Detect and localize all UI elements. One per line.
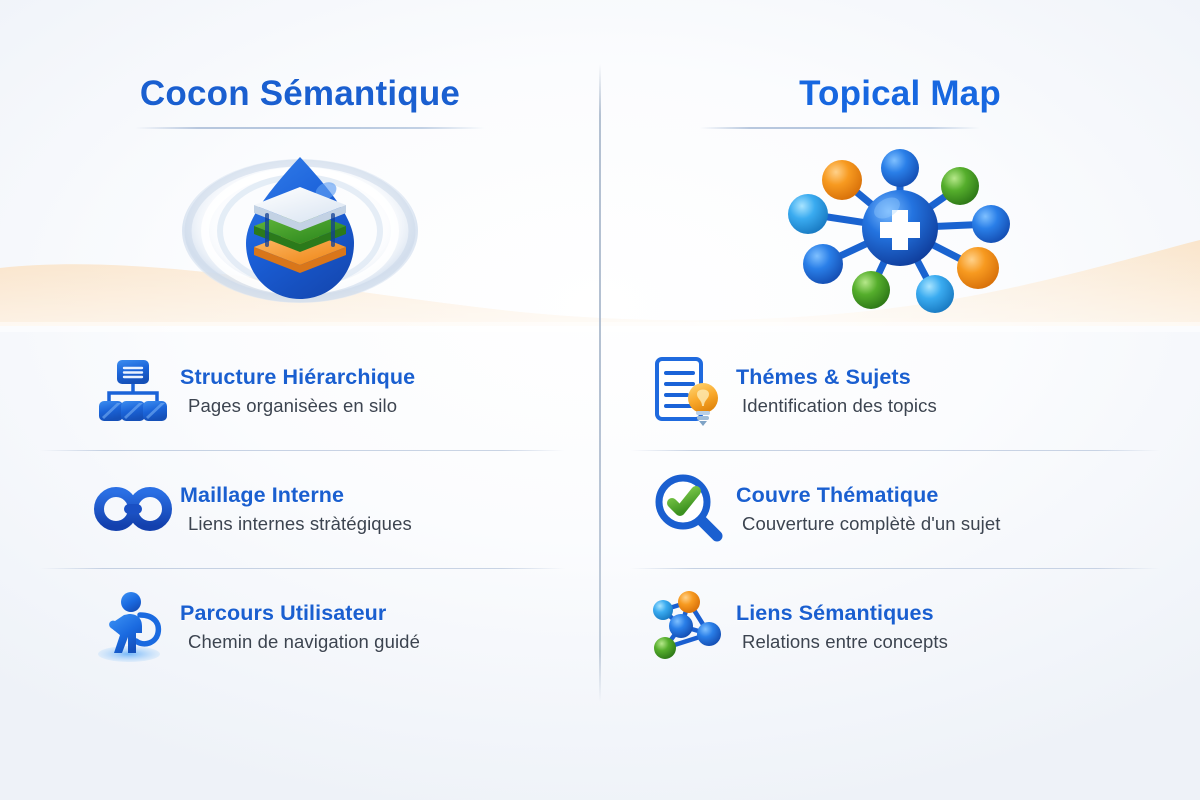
column-divider	[599, 64, 601, 702]
feature-title: Liens Sémantiques	[736, 601, 934, 625]
feature-row[interactable]: Parcours Utilisateur Chemin de navigatio…	[0, 568, 600, 686]
document-lightbulb-icon	[652, 354, 726, 428]
column-cocon-semantique: Cocon Sémantique	[0, 74, 600, 702]
semantic-network-icon	[652, 590, 726, 664]
feature-title: Couvre Thématique	[736, 483, 939, 507]
feature-row[interactable]: Structure Hiérarchique Pages organisèes …	[0, 332, 600, 450]
feature-row[interactable]: Thémes & Sujets Identification des topic…	[600, 332, 1200, 450]
hero-illustration-left	[0, 138, 600, 323]
feature-row[interactable]: Liens Sémantiques Relations entre concep…	[600, 568, 1200, 686]
feature-description: Couverture complètè d'un sujet	[742, 513, 1001, 534]
title-underline-left	[135, 127, 485, 129]
feature-row[interactable]: Couvre Thématique Couverture complètè d'…	[600, 450, 1200, 568]
feature-title: Thémes & Sujets	[736, 365, 911, 389]
hierarchy-tree-icon	[96, 354, 170, 428]
feature-text: Structure Hiérarchique Pages organisèes …	[180, 365, 415, 417]
feature-text: Thémes & Sujets Identification des topic…	[736, 365, 937, 417]
column-title-left: Cocon Sémantique	[139, 74, 461, 113]
column-topical-map: Topical Map	[600, 0, 1200, 800]
magnifier-check-icon	[652, 472, 726, 546]
column-title-right: Topical Map	[799, 74, 1001, 113]
feature-row[interactable]: Maillage Interne Liens internes stràtégi…	[0, 450, 600, 568]
hero-illustration-right	[600, 138, 1200, 323]
feature-text: Maillage Interne Liens internes stràtégi…	[180, 483, 412, 535]
layered-cocoon-icon	[182, 157, 418, 303]
hub-and-spoke-network-icon	[788, 148, 1010, 313]
feature-description: Liens internes stràtégiques	[188, 513, 412, 534]
feature-text: Parcours Utilisateur Chemin de navigatio…	[180, 601, 420, 653]
feature-description: Relations entre concepts	[742, 631, 949, 652]
feature-title: Maillage Interne	[180, 483, 345, 507]
feature-list-right: Thémes & Sujets Identification des topic…	[600, 332, 1200, 702]
feature-text: Couvre Thématique Couverture complètè d'…	[736, 483, 1000, 535]
title-underline-right	[700, 127, 980, 129]
feature-description: Chemin de navigation guidé	[188, 631, 420, 652]
feature-description: Identification des topics	[742, 395, 937, 416]
feature-list-left: Structure Hiérarchique Pages organisèes …	[0, 332, 600, 702]
feature-description: Pages organisèes en silo	[188, 395, 398, 416]
chain-link-icon	[94, 472, 172, 546]
feature-title: Structure Hiérarchique	[180, 365, 416, 389]
running-person-icon	[96, 590, 170, 664]
feature-title: Parcours Utilisateur	[180, 601, 387, 625]
feature-text: Liens Sémantiques Relations entre concep…	[736, 601, 948, 653]
